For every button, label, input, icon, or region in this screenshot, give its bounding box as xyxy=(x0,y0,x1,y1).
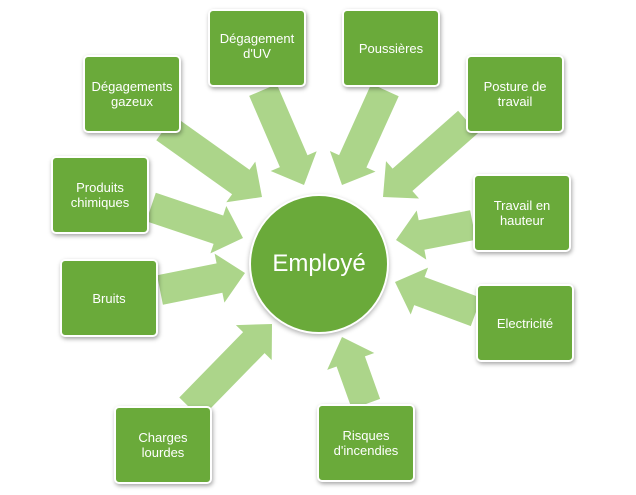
arrow-poussieres xyxy=(329,83,399,185)
arrow-bruits xyxy=(157,253,245,305)
arrow-degagement-uv xyxy=(249,84,317,185)
factor-box-degagements-gazeux: Dégagements gazeux xyxy=(83,55,181,133)
arrow-posture-de-travail xyxy=(383,110,478,199)
center-label: Employé xyxy=(272,250,366,277)
arrow-risques-incendies xyxy=(327,337,381,410)
arrow-electricite xyxy=(395,267,482,327)
arrow-degagements-gazeux xyxy=(156,115,262,203)
factor-box-bruits: Bruits xyxy=(60,259,158,337)
factor-box-risques-incendies: Risques d'incendies xyxy=(317,404,415,482)
factor-box-charges-lourdes: Charges lourdes xyxy=(114,406,212,484)
factor-box-travail-en-hauteur: Travail en hauteur xyxy=(473,174,571,252)
factor-box-posture-de-travail: Posture de travail xyxy=(466,55,564,133)
arrow-travail-en-hauteur xyxy=(396,210,476,260)
arrow-charges-lourdes xyxy=(179,324,272,419)
arrow-produits-chimiques xyxy=(146,192,243,254)
factor-box-poussieres: Poussières xyxy=(342,9,440,87)
factor-box-degagement-uv: Dégagement d'UV xyxy=(208,9,306,87)
factor-box-electricite: Electricité xyxy=(476,284,574,362)
factor-box-produits-chimiques: Produits chimiques xyxy=(51,156,149,234)
center-employee-circle: Employé xyxy=(249,194,389,334)
